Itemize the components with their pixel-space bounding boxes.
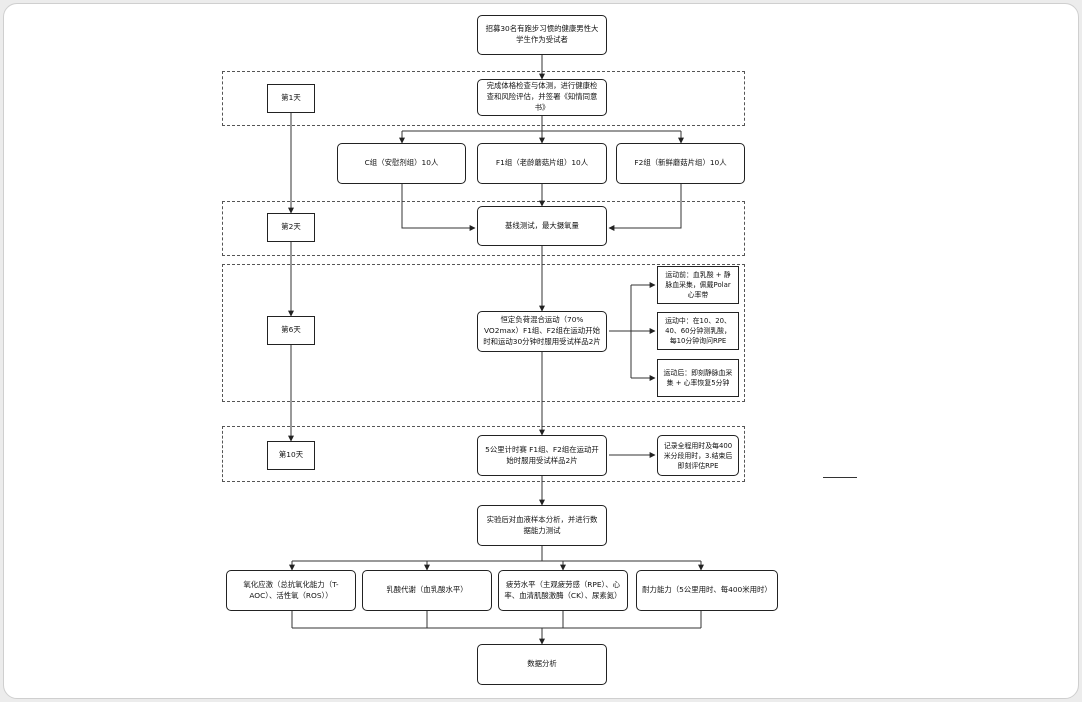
node-recruit: 招募30名有跑步习惯的健康男性大学生作为受试者 <box>477 15 607 55</box>
node-group-f2: F2组（新鲜蘑菇片组）10人 <box>616 143 745 184</box>
phase-box-day1 <box>222 71 745 126</box>
arrow-group-f2-baseline <box>608 184 682 231</box>
node-oxidative: 氧化应激（总抗氧化能力（T-AOC）、活性氧（ROS）） <box>226 570 356 611</box>
day-label-10: 第10天 <box>267 441 315 470</box>
node-pre-exercise: 运动前：血乳酸 + 静脉血采集，佩戴Polar心率带 <box>657 266 739 304</box>
node-post-exercise: 运动后：即刻静脉血采集 + 心率恢复5分钟 <box>657 359 739 397</box>
node-race-record: 记录全程用时及每400米分段用时，3.结束后即刻评估RPE <box>657 435 739 476</box>
phase-box-day2 <box>222 201 745 256</box>
node-during-exercise: 运动中：在10、20、40、60分钟测乳酸，每10分钟询问RPE <box>657 312 739 350</box>
node-screening: 完成体格检查与体测，进行健康检查和风险评估，并签署《知情同意书》 <box>477 79 607 116</box>
node-fatigue: 疲劳水平（主观疲劳感（RPE）、心率、血清肌酸激酶（CK）、尿素氮） <box>498 570 628 611</box>
day-label-2: 第2天 <box>267 213 315 242</box>
node-baseline: 基线测试，最大摄氧量 <box>477 206 607 246</box>
day-label-1: 第1天 <box>267 84 315 113</box>
node-analysis: 数据分析 <box>477 644 607 685</box>
node-sampling: 实验后对血液样本分析，并进行数据能力测试 <box>477 505 607 546</box>
phase-box-day6 <box>222 264 745 402</box>
node-race: 5公里计时赛 F1组、F2组在运动开始时服用受试样品2片 <box>477 435 607 476</box>
arrow-group-c-baseline <box>401 184 476 231</box>
node-load-test: 恒定负荷混合运动（70% VO2max）F1组、F2组在运动开始时和运动30分钟… <box>477 311 607 352</box>
stray-line <box>823 477 857 478</box>
node-endurance: 耐力能力（5公里用时、每400米用时） <box>636 570 778 611</box>
node-lactate: 乳酸代谢（血乳酸水平） <box>362 570 492 611</box>
node-group-f1: F1组（老龄蘑菇片组）10人 <box>477 143 607 184</box>
phase-box-day10 <box>222 426 745 482</box>
day-label-6: 第6天 <box>267 316 315 345</box>
node-group-c: C组（安慰剂组）10人 <box>337 143 466 184</box>
